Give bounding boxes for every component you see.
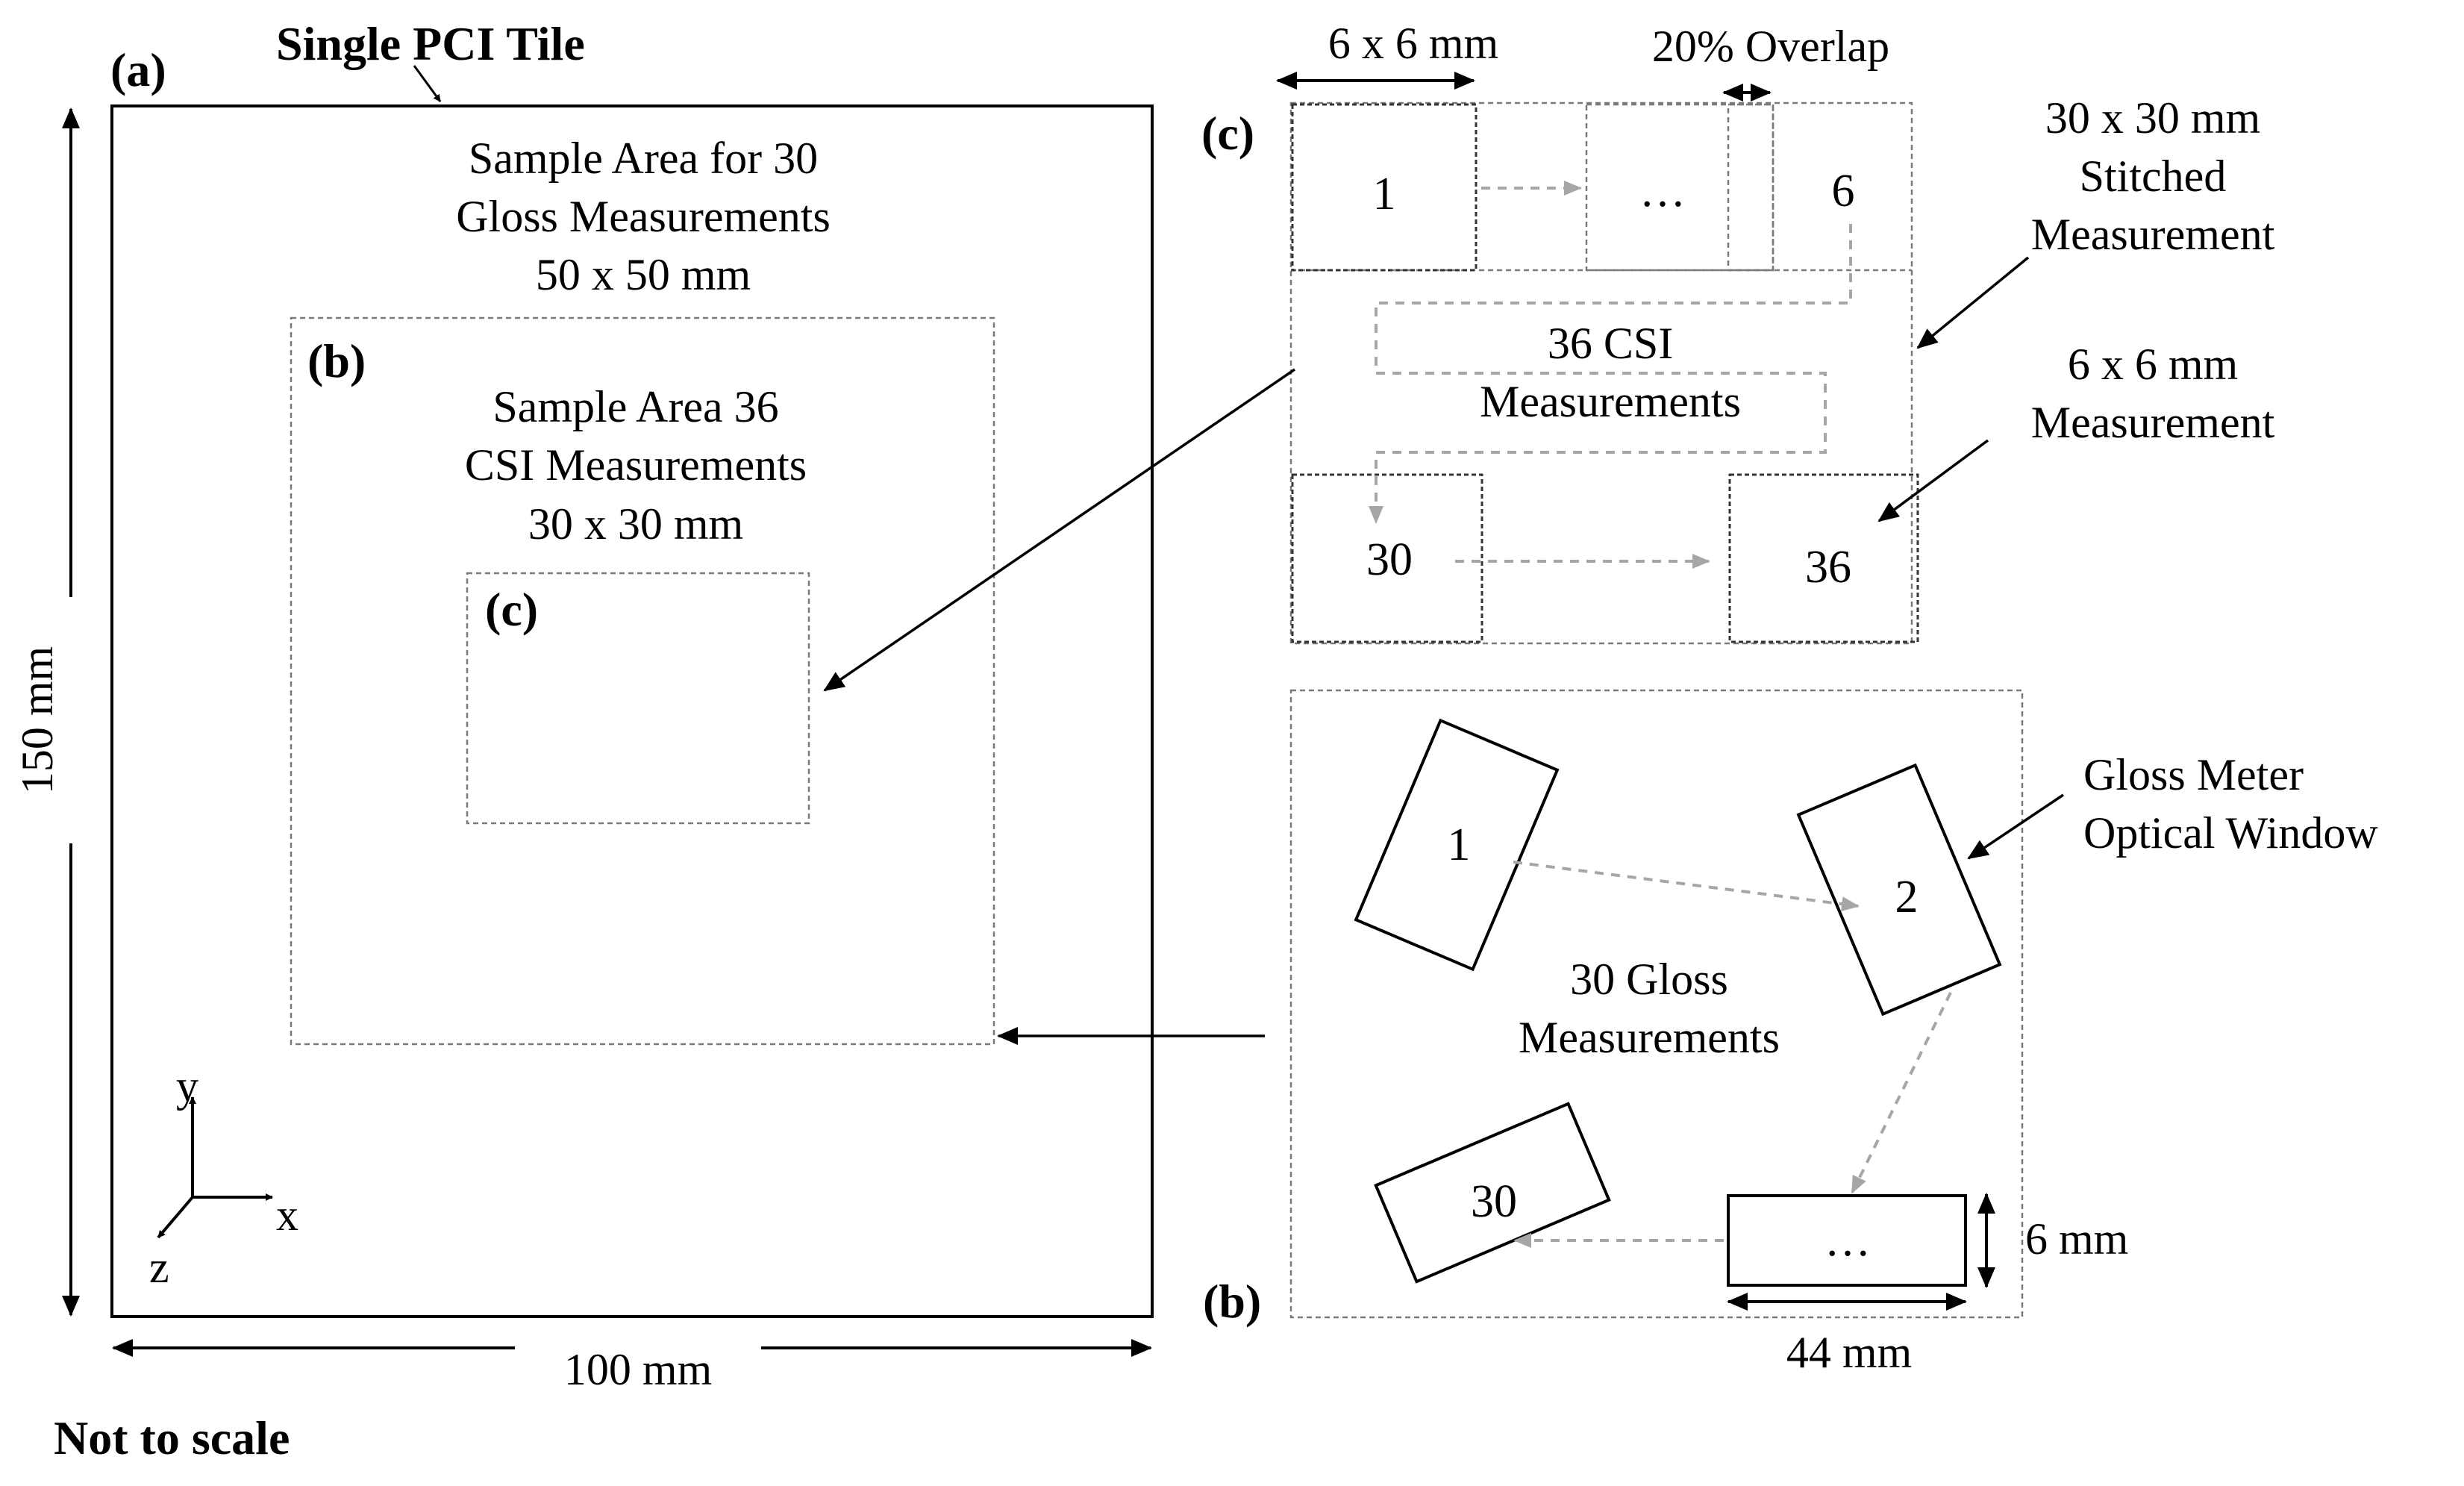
- gloss-window-30: [1374, 1102, 1611, 1284]
- gloss-window-2-label: 2: [1895, 872, 1919, 922]
- window-note-pointer: [1967, 793, 2064, 860]
- csi-scan-path: [1369, 224, 1852, 524]
- stitched-note-line-3: Measurement: [2031, 210, 2275, 259]
- axis-x-label: x: [276, 1190, 298, 1240]
- csi-tile-30: [1291, 473, 1483, 643]
- axis-z-label: z: [149, 1243, 169, 1292]
- csi-center-line-1: 36 CSI: [1548, 319, 1673, 368]
- csi-tile-1-label: 1: [1373, 169, 1396, 219]
- csi-area-line-1: Sample Area 36: [493, 382, 778, 431]
- not-to-scale-note: Not to scale: [54, 1411, 290, 1464]
- window-width-label: 44 mm: [1786, 1328, 1912, 1377]
- gloss-area-line-1: Sample Area for 30: [469, 134, 818, 183]
- csi-panel-label: (c): [1201, 107, 1254, 160]
- csi-sample-area: [466, 572, 810, 825]
- gloss-center-line-2: Measurements: [1519, 1013, 1780, 1062]
- axes-icon: y x z: [149, 1061, 298, 1292]
- gloss-panel-frame: [1289, 689, 2024, 1319]
- csi-tile-ellipsis: …: [1639, 166, 1686, 216]
- csi-area-line-3: 30 x 30 mm: [528, 499, 743, 549]
- gloss-area-line-3: 50 x 50 mm: [536, 250, 751, 299]
- csi-center-line-2: Measurements: [1480, 377, 1741, 426]
- overlap-strip: [1727, 103, 1774, 272]
- gloss-path-1-2: [1513, 861, 1860, 912]
- csi-tile-36-label: 36: [1805, 542, 1851, 593]
- gloss-panel: (b) 1 2 30 … 30 Gloss Measurements 6 mm …: [1203, 689, 2378, 1377]
- height-dim-label: 150 mm: [13, 646, 62, 794]
- tile-title-leader: [413, 65, 442, 102]
- gloss-window-1: [1354, 718, 1560, 972]
- gloss-area-line-2: Gloss Measurements: [456, 192, 831, 241]
- tile-dim-label: 6 x 6 mm: [1328, 19, 1498, 68]
- width-dim-label: 100 mm: [564, 1345, 712, 1394]
- tile-outline: [110, 104, 1154, 1318]
- csi-tile-30-label: 30: [1366, 534, 1413, 585]
- measurement-note-line-2: Measurement: [2031, 398, 2275, 447]
- gloss-path-2-next: [1851, 992, 1952, 1194]
- stitched-note-line-2: Stitched: [2080, 152, 2227, 201]
- gloss-window-1-label: 1: [1448, 820, 1471, 870]
- csi-tile-1: [1291, 103, 1478, 272]
- area-b-label: (b): [307, 334, 366, 387]
- csi-tile-6-label: 6: [1832, 166, 1855, 216]
- gloss-window-ellipsis: [1727, 1194, 1967, 1287]
- stitched-note-line-1: 30 x 30 mm: [2045, 93, 2260, 143]
- csi-area-leader: [823, 368, 1295, 692]
- axis-y-label: y: [176, 1061, 198, 1111]
- gloss-center-line-1: 30 Gloss: [1570, 955, 1728, 1004]
- tile-panel: Single PCI Tile (a) Sample Area for 30 G…: [13, 17, 1154, 1394]
- measurement-note-pointer: [1877, 439, 1989, 522]
- csi-area-line-2: CSI Measurements: [465, 440, 807, 490]
- overlap-label: 20% Overlap: [1652, 22, 1889, 71]
- stitched-note-pointer: [1916, 256, 2030, 349]
- gloss-window-2: [1796, 763, 2002, 1017]
- gloss-panel-label: (b): [1203, 1275, 1261, 1328]
- gloss-window-30-label: 30: [1471, 1176, 1517, 1227]
- window-note-line-1: Gloss Meter: [2083, 750, 2304, 799]
- csi-tile-36: [1728, 473, 1919, 643]
- window-height-label: 6 mm: [2025, 1214, 2128, 1264]
- panel-a-label: (a): [110, 43, 166, 96]
- csi-panel: (c) 6 x 6 mm 20% Overlap 1 … 6 36 CSI Me…: [1201, 19, 2275, 645]
- gloss-sample-area: [290, 316, 995, 1046]
- window-note-line-2: Optical Window: [2083, 808, 2378, 858]
- measurement-note-line-1: 6 x 6 mm: [2068, 340, 2238, 389]
- area-c-label: (c): [485, 583, 538, 636]
- tile-title: Single PCI Tile: [276, 17, 585, 70]
- gloss-window-ellipsis-label: …: [1824, 1215, 1871, 1266]
